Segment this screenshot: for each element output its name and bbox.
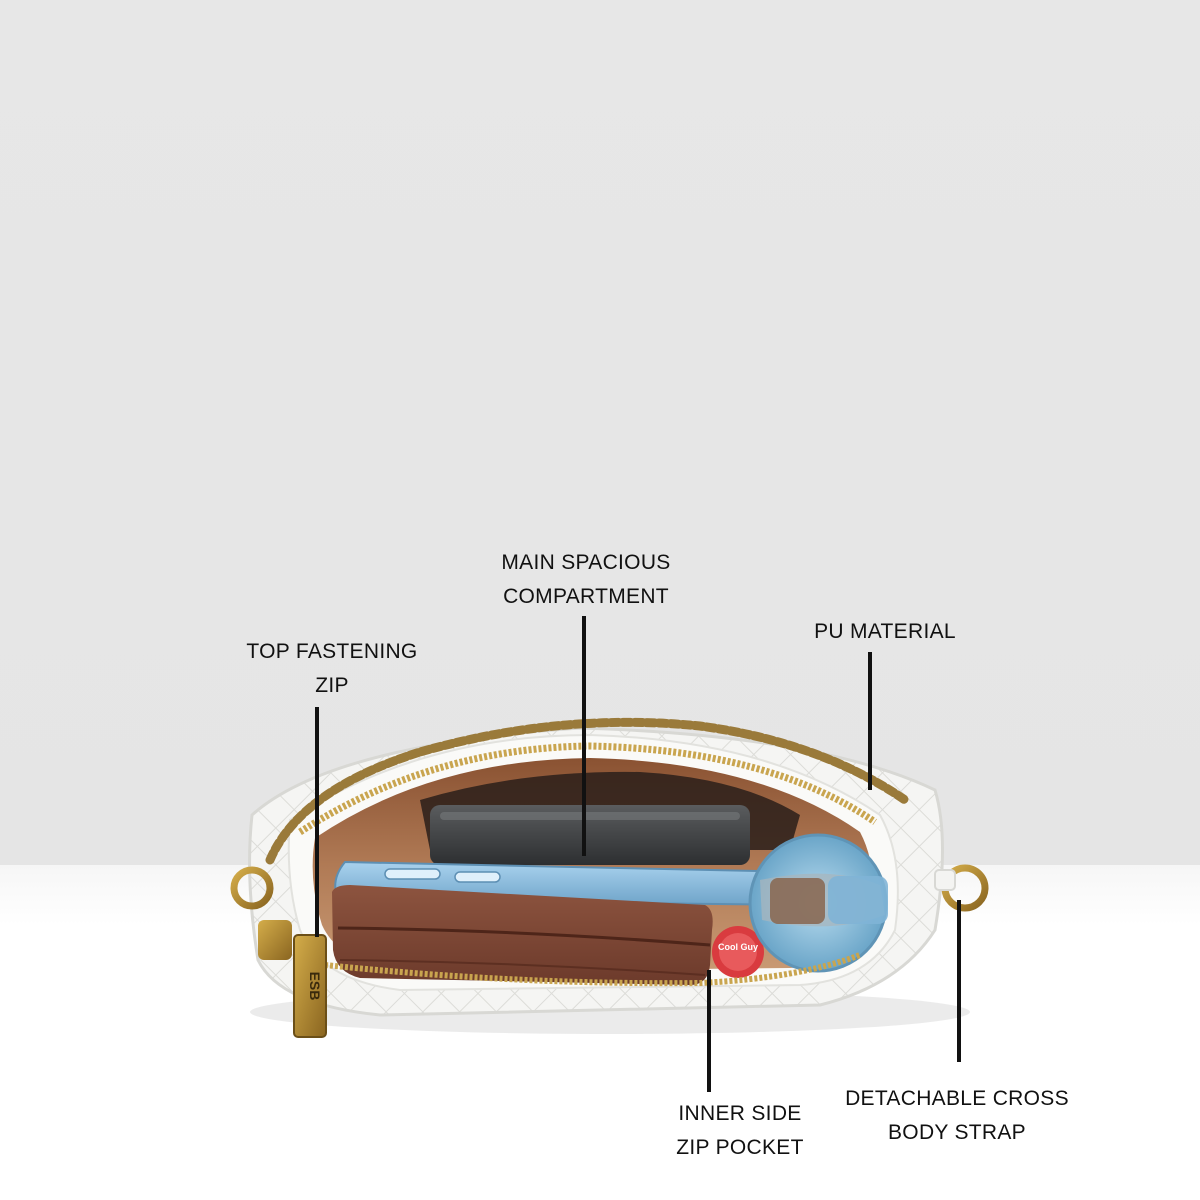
leader-top-zip bbox=[315, 707, 319, 937]
callout-inner-pocket-line1: INNER SIDE bbox=[678, 1102, 802, 1125]
leader-material bbox=[868, 652, 872, 790]
tag-logo: ESB bbox=[307, 972, 323, 1001]
leader-inner-pocket bbox=[707, 970, 711, 1092]
callout-main-compartment: MAIN SPACIOUS COMPARTMENT bbox=[476, 546, 696, 614]
callout-strap-line2: BODY STRAP bbox=[888, 1121, 1026, 1144]
callout-material-line1: PU MATERIAL bbox=[814, 620, 956, 643]
callout-main-compartment-line1: MAIN SPACIOUS bbox=[501, 551, 671, 574]
callout-inner-pocket-line2: ZIP POCKET bbox=[676, 1136, 804, 1159]
callout-top-zip-line2: ZIP bbox=[315, 674, 349, 697]
callout-material: PU MATERIAL bbox=[775, 615, 995, 649]
callout-top-zip-line1: TOP FASTENING bbox=[246, 640, 418, 663]
leader-strap bbox=[957, 900, 961, 1062]
callout-main-compartment-line2: COMPARTMENT bbox=[503, 585, 669, 608]
callout-strap: DETACHABLE CROSS BODY STRAP bbox=[832, 1082, 1082, 1150]
lipbalm-label: Cool Guy bbox=[718, 942, 758, 952]
callout-inner-pocket: INNER SIDE ZIP POCKET bbox=[630, 1097, 850, 1165]
leader-main-compartment bbox=[582, 616, 586, 856]
callout-strap-line1: DETACHABLE CROSS bbox=[845, 1087, 1069, 1110]
callout-top-zip: TOP FASTENING ZIP bbox=[222, 635, 442, 703]
